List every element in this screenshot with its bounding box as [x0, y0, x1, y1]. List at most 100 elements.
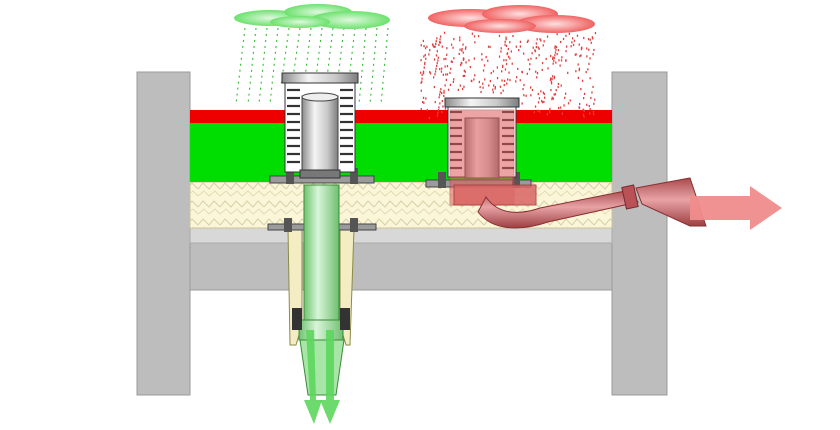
rain-drop [512, 34, 514, 38]
rain-drop [578, 106, 581, 109]
rain-drop [433, 85, 435, 89]
rain-drop [434, 45, 436, 48]
rain-drop [542, 91, 544, 94]
rain-drop [432, 44, 434, 47]
rain-drop [526, 72, 528, 75]
rain-drop [505, 38, 507, 41]
rain-drop [523, 83, 525, 87]
rain-drop [546, 113, 548, 116]
rain-drop [429, 71, 431, 74]
rain-drop [434, 73, 436, 76]
rain-drop [482, 69, 485, 72]
rain-drop [443, 89, 445, 92]
rain-drop [554, 54, 556, 57]
rain-drop [503, 59, 505, 62]
rain-drop [423, 45, 425, 48]
rain-drop [591, 91, 593, 94]
rain-drop [450, 60, 452, 63]
rain-drop [500, 47, 502, 50]
rain-drop [589, 77, 591, 80]
rain-drop [441, 92, 443, 95]
rain-drop [553, 93, 555, 96]
rain-drop [483, 64, 486, 67]
rain-drop [462, 51, 464, 54]
rain-drop [450, 43, 453, 46]
rain-drop [539, 110, 541, 113]
rain-drop [461, 48, 463, 51]
rain-drop [583, 36, 585, 40]
rain-drop [583, 109, 585, 112]
rain-drop [523, 94, 525, 97]
rain-drop [505, 44, 508, 47]
rain-drop [589, 57, 591, 60]
rain-drop [544, 96, 546, 99]
rain-drop [552, 97, 554, 100]
rain-drop [519, 40, 522, 43]
rain-drop [538, 47, 540, 50]
rain-drop [564, 96, 566, 99]
rain-drop [452, 46, 454, 49]
rain-drop [546, 35, 549, 38]
rain-drop [444, 84, 446, 87]
rain-drop [560, 84, 562, 87]
rain-drop [590, 96, 592, 100]
rain-drop [423, 101, 425, 104]
rain-drop [565, 50, 567, 53]
rain-drop [554, 51, 557, 54]
rain-drop [545, 57, 547, 60]
rain-drop [437, 56, 439, 59]
rain-drop [543, 92, 545, 95]
rain-drop [535, 42, 537, 45]
rain-drop [440, 88, 442, 91]
rain-drop [485, 56, 487, 59]
rain-drop [583, 97, 585, 100]
rain-drop [591, 36, 593, 39]
rain-drop [502, 64, 504, 67]
rain-drop [560, 40, 562, 44]
rain-drop [501, 70, 503, 73]
rain-drop [473, 35, 476, 38]
green-layer [190, 123, 612, 182]
rain-drop [498, 34, 501, 37]
rain-drop [554, 93, 557, 96]
rain-drop [435, 67, 437, 70]
rain-drop [536, 38, 538, 41]
rain-drop [435, 54, 438, 57]
rain-drop [550, 82, 553, 85]
rain-drop [588, 105, 590, 108]
rain-drop [444, 65, 446, 68]
rain-drop [543, 40, 545, 43]
rain-drop [537, 92, 539, 95]
rain-drop [523, 52, 525, 55]
rain-drop [480, 90, 482, 94]
rain-drop [530, 94, 532, 97]
rain-drop [553, 59, 555, 62]
rain-drop [428, 117, 431, 120]
rain-drop [439, 41, 441, 44]
rain-drop [459, 84, 461, 87]
rain-drop [505, 62, 508, 66]
rain-drop [471, 32, 473, 35]
rain-drop [436, 37, 438, 40]
rain-drop [424, 61, 426, 64]
rain-drop [437, 109, 440, 112]
rain-drop [492, 70, 495, 73]
rain-drop [482, 82, 484, 85]
rain-drop [438, 96, 440, 99]
red-outflow-arrow [690, 186, 782, 230]
rain-drop [451, 60, 453, 63]
rain-drop [423, 66, 425, 69]
lower-beam [189, 242, 613, 291]
rain-drop [592, 85, 594, 88]
rain-drop [565, 59, 567, 62]
rain-drop [420, 59, 422, 62]
rain-drop [426, 108, 428, 111]
rain-drop [502, 89, 504, 92]
rain-drop [575, 53, 577, 56]
rain-drop [500, 92, 502, 95]
rain-drop [553, 56, 555, 60]
rain-drop [424, 53, 426, 57]
rain-drop [549, 109, 551, 112]
rain-drop [443, 94, 445, 98]
rain-drop [445, 73, 447, 76]
